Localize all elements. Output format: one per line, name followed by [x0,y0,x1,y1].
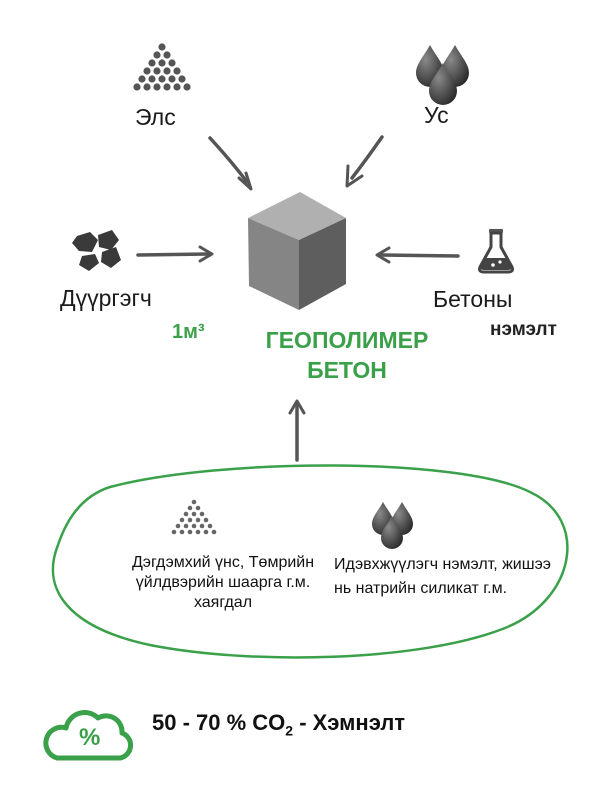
product-title-line2: БЕТОН [307,357,387,383]
arrow-additive [375,246,460,264]
volume-label: 1м³ [172,321,205,343]
product-title: ГЕОПОЛИМЕР БЕТОН [242,325,452,385]
arrow-sand [208,136,253,191]
water-drops-icon [416,45,469,105]
arrow-binder [288,399,306,462]
activator-text: Идэвхжүүлэгч нэмэлт, жишээ нь натрийн си… [334,556,551,597]
aggregate-stones-icon [72,230,121,271]
co2-reduction: 50 - 70 % CO2 - Хэмнэлт [152,710,405,738]
label-sand: Элс [135,104,176,130]
product-title-line1: ГЕОПОЛИМЕР [265,327,429,353]
powder-pile-icon [171,499,217,535]
co2-range: 50 - 70 % CO [152,710,286,735]
label-additive-line1: Бетоны [433,286,513,312]
label-additive-line2: нэмэлт [490,319,557,340]
concrete-cube [248,192,346,310]
label-aggregate: Дүүргэгч [60,285,152,311]
co2-percent-symbol: % [79,724,101,751]
powder-text: Дэгдэмхий үнс, Төмрийн үйлдвэрийн шаарга… [131,554,315,611]
co2-suffix: - Хэмнэлт [293,710,406,735]
sand-pile-icon [133,43,191,91]
label-water: Ус [424,102,449,128]
binder-ellipse [51,464,569,659]
co2-subscript: 2 [285,722,294,739]
arrow-water [345,135,384,188]
co2-cloud-icon [43,710,134,761]
additive-flask-icon [478,229,514,274]
arrow-aggregate [136,245,214,263]
activator-drops-icon [372,502,413,549]
